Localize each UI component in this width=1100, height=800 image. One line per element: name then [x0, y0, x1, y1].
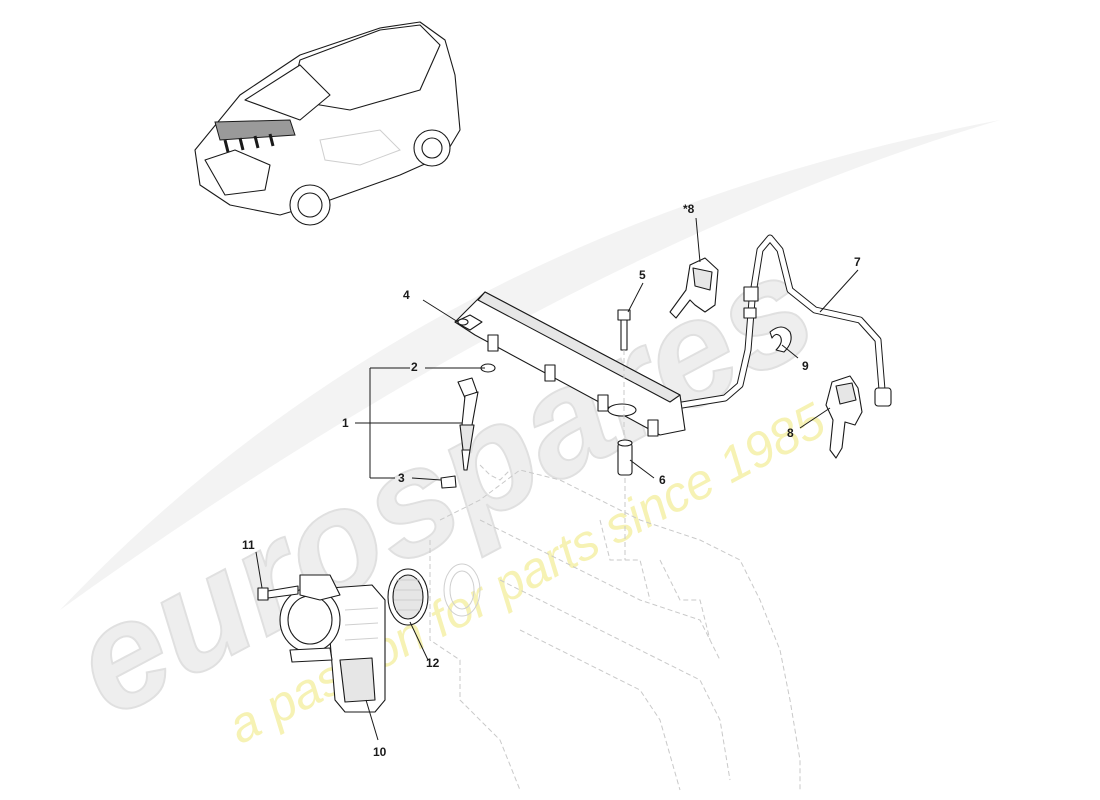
vehicle-front-grille — [204, 149, 271, 196]
callout-7: 7 — [854, 255, 861, 269]
callout-12: 12 — [426, 656, 440, 670]
callout-4: 4 — [403, 288, 410, 302]
throttle-coolant-pipe — [289, 647, 333, 663]
vehicle-thumbnail — [194, 21, 461, 226]
callout-9: 9 — [802, 359, 809, 373]
vehicle-windscreen — [244, 64, 331, 121]
fuel-rail-bolt — [617, 309, 631, 440]
callout-2: 2 — [411, 360, 418, 374]
fuel-feed-pipe — [681, 234, 892, 409]
engine-port-ring — [443, 563, 481, 617]
spacer-sleeve — [617, 439, 633, 560]
watermark: eurospares a passion for parts since 198… — [45, 120, 1000, 755]
pipe-clip-small — [769, 326, 792, 353]
fuel-rail-injector-cup-2 — [544, 364, 556, 382]
callout-10: 10 — [373, 745, 387, 759]
callout-3: 3 — [398, 471, 405, 485]
fuel-rail-injector-cup-1 — [487, 334, 499, 352]
callout-star-8: *8 — [683, 202, 695, 216]
vehicle-highlighted-fuel-rail — [214, 119, 296, 141]
fuel-rail-injector-cup-4 — [647, 419, 659, 437]
throttle-gasket — [387, 568, 429, 626]
callout-8: 8 — [787, 426, 794, 440]
leader-lines — [255, 217, 859, 741]
pipe-clip-lower — [825, 375, 863, 459]
callout-6: 6 — [659, 473, 666, 487]
fuel-pipe-fitting-upper — [743, 286, 759, 302]
fuel-rail-injector-cup-3 — [597, 394, 609, 412]
injector-seal — [440, 475, 457, 489]
fuel-pipe-fitting-end — [874, 387, 892, 407]
fuel-injector — [440, 363, 496, 489]
pipe-clip-upper — [669, 257, 719, 319]
callout-11: 11 — [242, 538, 255, 552]
throttle-bolt — [257, 585, 299, 601]
fuel-rail-bolt-boss — [607, 403, 637, 417]
callout-labels: 4 2 1 3 5 6 7 *8 8 9 10 11 12 — [242, 202, 861, 759]
callout-5: 5 — [639, 268, 646, 282]
fuel-rail — [454, 291, 686, 437]
throttle-body — [279, 574, 386, 713]
callout-1: 1 — [342, 416, 349, 430]
